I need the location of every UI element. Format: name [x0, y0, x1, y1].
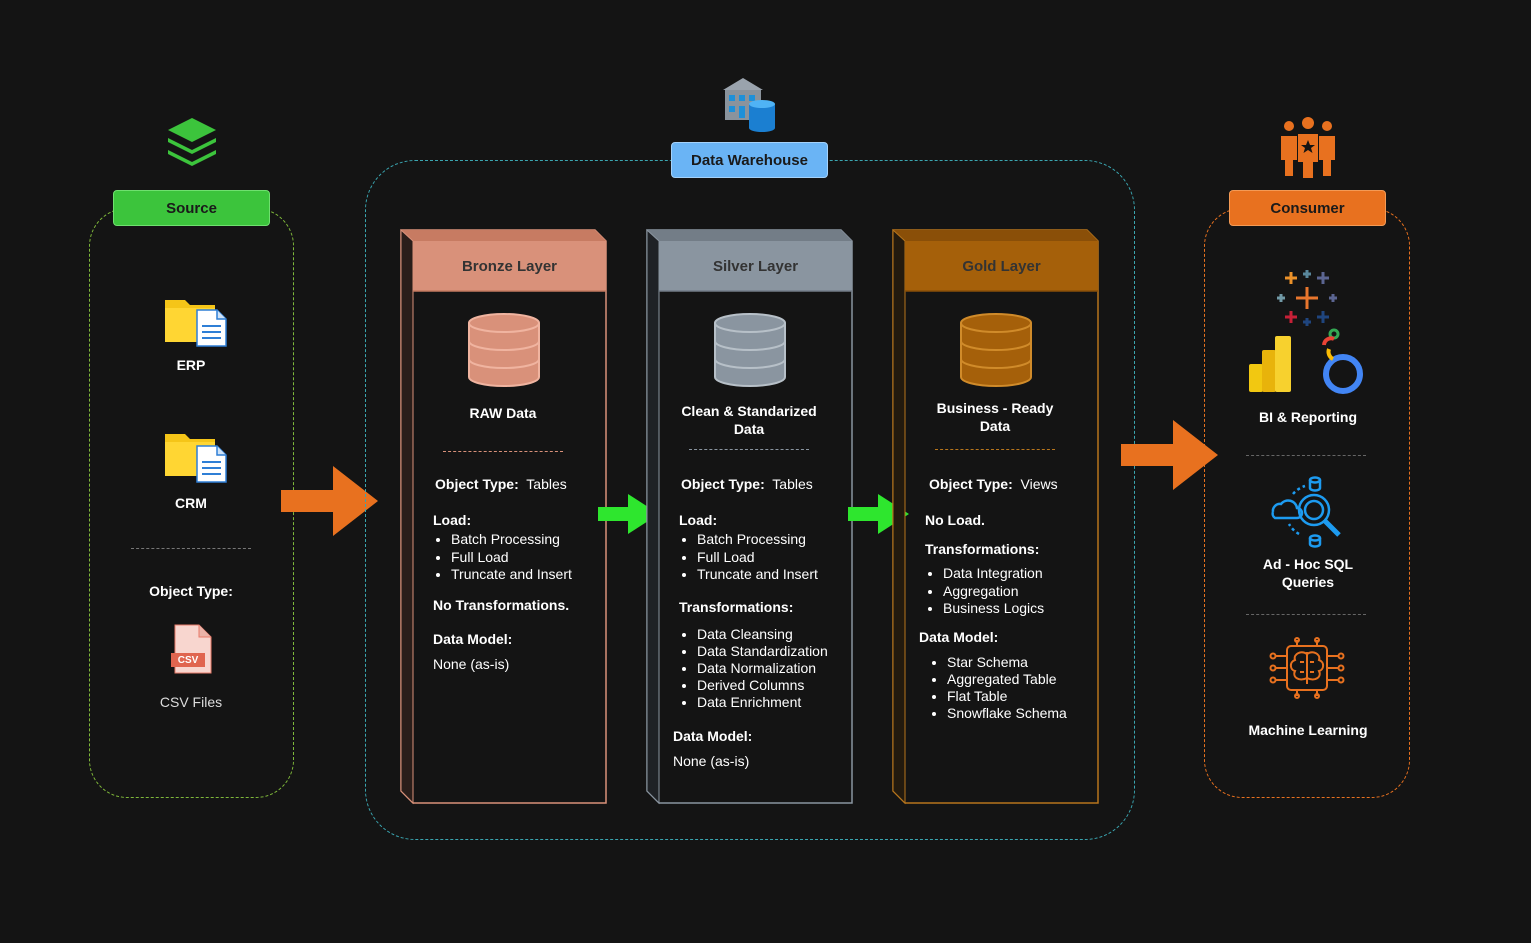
- silver-load-list: Batch Processing Full Load Truncate and …: [679, 531, 818, 584]
- list-item: Data Standardization: [697, 643, 828, 660]
- gold-divider: [935, 449, 1055, 450]
- bronze-load-list: Batch Processing Full Load Truncate and …: [433, 531, 572, 584]
- bronze-database-icon: [468, 313, 540, 387]
- list-item: Star Schema: [947, 654, 1067, 671]
- list-item: Business Logics: [943, 600, 1044, 618]
- gold-load-label: No Load.: [925, 512, 985, 528]
- list-item: Batch Processing: [451, 531, 572, 549]
- list-item: Data Enrichment: [697, 694, 828, 711]
- looker-icon: [1322, 328, 1363, 394]
- list-item: Batch Processing: [697, 531, 818, 549]
- list-item: Data Normalization: [697, 660, 828, 677]
- bronze-load-label: Load:: [433, 512, 472, 528]
- consumer-item-ml: Machine Learning: [1248, 722, 1368, 738]
- silver-divider: [689, 449, 809, 450]
- gold-model-list: Star Schema Aggregated Table Flat Table …: [929, 654, 1067, 722]
- layers-icon: [168, 118, 216, 166]
- brain-chip-icon: [1269, 637, 1345, 699]
- silver-model-label: Data Model:: [673, 728, 753, 744]
- consumer-divider: [1246, 455, 1366, 456]
- users-group-icon: [1281, 117, 1335, 178]
- gold-database-icon: [960, 313, 1032, 387]
- list-item: Flat Table: [947, 688, 1067, 705]
- list-item: Data Integration: [943, 565, 1044, 583]
- bronze-layer-box: [400, 228, 607, 805]
- crm-folder-document-icon: [165, 434, 227, 483]
- bronze-model-label: Data Model:: [433, 631, 513, 647]
- source-item-erp: ERP: [176, 357, 206, 373]
- silver-object-type-label: Object Type:: [681, 476, 765, 492]
- arrow-right-icon: [598, 494, 659, 534]
- silver-transform-list: Data Cleansing Data Standardization Data…: [679, 626, 828, 711]
- source-title: Source: [113, 190, 270, 226]
- source-object-type-label: Object Type:: [149, 583, 233, 599]
- warehouse-title: Data Warehouse: [671, 142, 828, 178]
- sql-search-icon: [1271, 476, 1341, 548]
- bronze-subtitle: RAW Data: [469, 405, 537, 421]
- consumer-item-bi: BI & Reporting: [1259, 409, 1357, 425]
- tableau-icon: [1277, 270, 1337, 326]
- gold-model-label: Data Model:: [919, 629, 999, 645]
- silver-transform-label: Transformations:: [679, 599, 794, 615]
- arrow-right-icon: [848, 494, 909, 534]
- silver-object-type: Object Type: Tables: [681, 476, 813, 493]
- silver-object-type-value: Tables: [772, 476, 813, 492]
- list-item: Full Load: [697, 549, 818, 567]
- csv-file-icon: [171, 624, 212, 674]
- list-item: Aggregated Table: [947, 671, 1067, 688]
- list-item: Full Load: [451, 549, 572, 567]
- gold-subtitle: Business - Ready Data: [936, 400, 1054, 434]
- source-divider: [131, 548, 251, 549]
- bronze-object-type-value: Tables: [526, 476, 567, 492]
- gold-layer-box: [892, 228, 1099, 805]
- gold-object-type-label: Object Type:: [929, 476, 1013, 492]
- list-item: Truncate and Insert: [697, 566, 818, 584]
- list-item: Aggregation: [943, 583, 1044, 601]
- erp-folder-document-icon: [165, 300, 227, 347]
- consumer-divider: [1246, 614, 1366, 615]
- consumer-item-sql: Ad - Hoc SQL Queries: [1262, 556, 1354, 590]
- arrow-right-icon: [281, 466, 378, 536]
- consumer-title: Consumer: [1229, 190, 1386, 226]
- gold-layer-title: Gold Layer: [962, 257, 1041, 275]
- list-item: Truncate and Insert: [451, 566, 572, 584]
- power-bi-icon: [1249, 336, 1291, 392]
- bronze-layer-title: Bronze Layer: [461, 257, 558, 275]
- silver-database-icon: [714, 313, 786, 387]
- list-item: Snowflake Schema: [947, 705, 1067, 722]
- bronze-object-type-label: Object Type:: [435, 476, 519, 492]
- gold-transform-list: Data Integration Aggregation Business Lo…: [925, 565, 1044, 618]
- bronze-divider: [443, 451, 563, 452]
- gold-object-type: Object Type: Views: [929, 476, 1058, 493]
- warehouse-database-icon: [723, 78, 775, 132]
- source-item-crm: CRM: [175, 495, 207, 511]
- bronze-transform-label: No Transformations.: [433, 597, 570, 613]
- silver-layer-box: [646, 228, 853, 805]
- gold-object-type-value: Views: [1020, 476, 1058, 492]
- silver-subtitle: Clean & Standarized Data: [681, 403, 817, 437]
- arrow-right-icon: [1121, 420, 1218, 490]
- silver-load-label: Load:: [679, 512, 718, 528]
- list-item: Derived Columns: [697, 677, 828, 694]
- source-file-label: CSV Files: [159, 694, 223, 710]
- bronze-object-type: Object Type: Tables: [435, 476, 567, 493]
- bronze-model-value: None (as-is): [433, 656, 510, 672]
- list-item: Data Cleansing: [697, 626, 828, 643]
- gold-transform-label: Transformations:: [925, 541, 1040, 557]
- csv-badge: CSV: [177, 655, 199, 666]
- silver-model-value: None (as-is): [673, 753, 750, 769]
- silver-layer-title: Silver Layer: [712, 257, 799, 275]
